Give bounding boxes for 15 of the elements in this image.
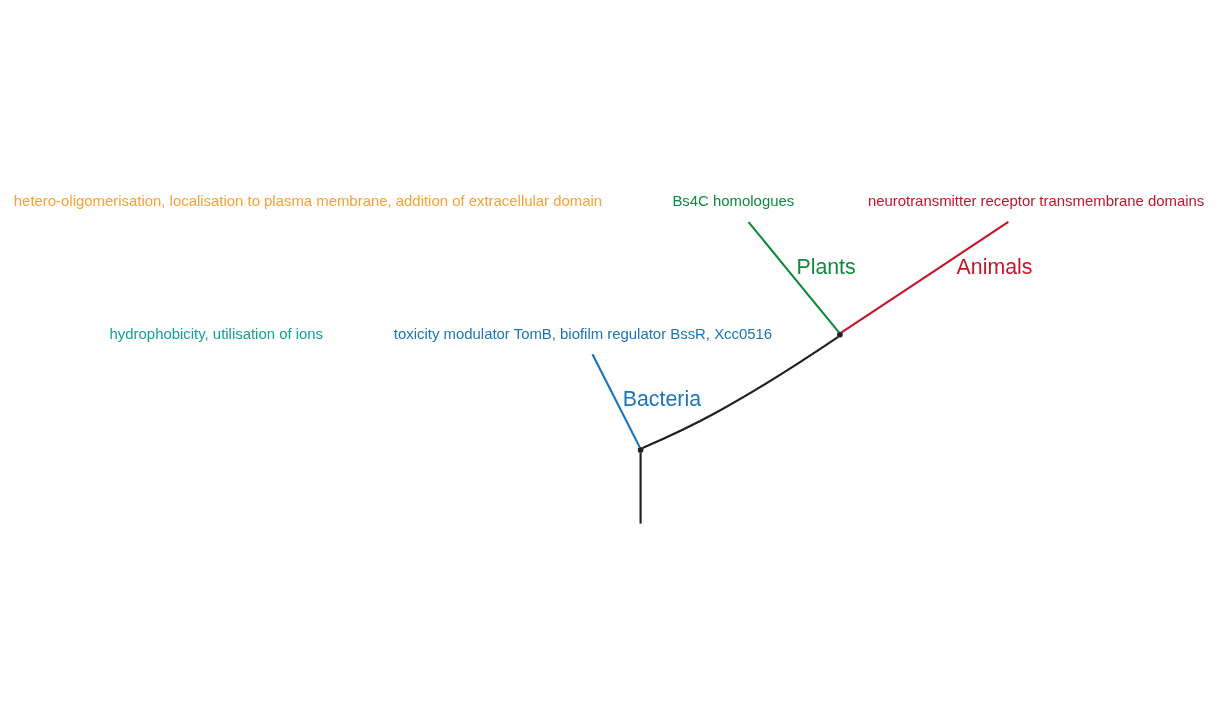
edge-label: Animals [956,254,1033,279]
connector [841,221,1009,334]
label: hydrophobicity, utilisation of ions [109,324,324,342]
connector [642,335,839,450]
connector [639,452,642,524]
connector [591,353,641,449]
node-text: toxicity modulator TomB, biofilm regulator BssR, Xcc0516 [393,324,773,342]
edge-label: Bacteria [622,387,701,412]
node-text: neurotransmitter receptor transmembrane domains [867,192,1205,210]
node-point [637,447,644,453]
node-point [837,331,843,338]
label: hetero-oligomerisation, localisation to plasma membrane, addition of extracellular domain [13,192,603,210]
edge-label: Plants [796,254,856,279]
node-text: Bs4C homologues [672,192,795,210]
connector [747,221,840,333]
